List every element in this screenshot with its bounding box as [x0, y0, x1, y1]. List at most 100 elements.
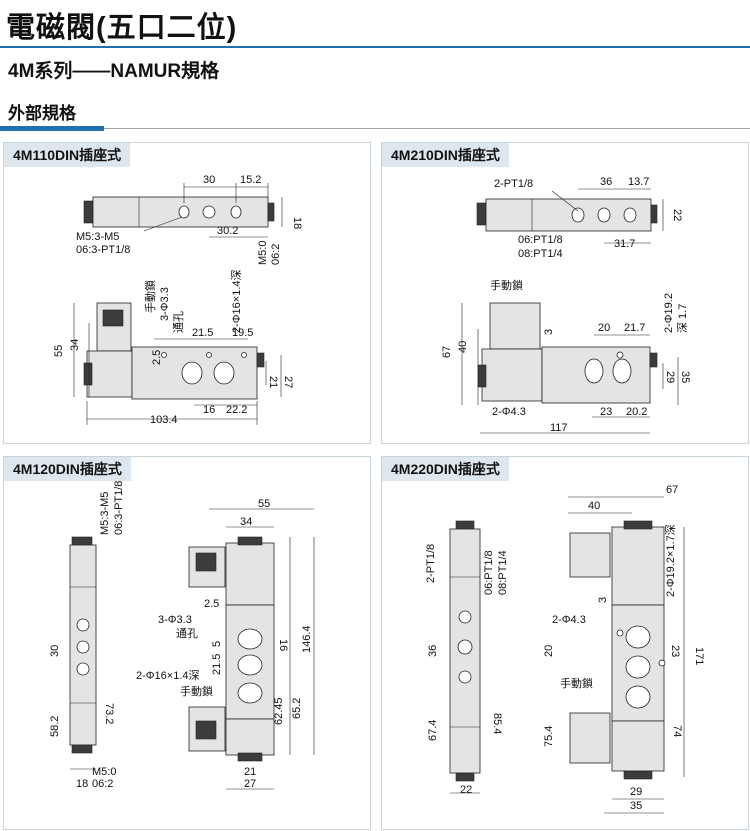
dim-18-120: 18 — [76, 778, 88, 790]
panel-4m210: 4M210DIN插座式 2-PT1/8 36 13.7 22 31.7 06:P… — [381, 142, 749, 444]
dim-16-120: 16 — [277, 639, 289, 651]
page-title: 電磁閥(五口二位) — [6, 12, 238, 44]
dim-55-120: 55 — [258, 498, 270, 510]
dim-3: 3 — [543, 329, 555, 335]
dim-40-220: 40 — [588, 500, 600, 512]
panel-title-4m220: 4M220DIN插座式 — [382, 457, 509, 481]
label-holes: 3-Φ3.3 — [159, 287, 171, 321]
dim-27: 27 — [282, 376, 294, 388]
dim-74: 74 — [671, 725, 683, 737]
dim-21: 21 — [267, 376, 279, 388]
dim-13-7: 13.7 — [628, 176, 649, 188]
dim-34-120: 34 — [240, 516, 252, 528]
dim-19-5: 19.5 — [232, 327, 253, 339]
label-2-pt18-220: 2-PT1/8 — [425, 544, 437, 583]
dim-21-7: 21.7 — [624, 322, 645, 334]
dim-85-4: 85.4 — [491, 713, 503, 734]
dim-73-2: 73.2 — [103, 703, 115, 724]
front-view-4m120 — [188, 508, 315, 790]
label-m5-ports: M5:3-M5 — [76, 231, 119, 243]
label-06-pt18-220: 06:PT1/8 — [483, 550, 495, 595]
drawing-4m110: 30 15.2 18 30.2 M5:3-M5 06:3-PT1/8 M5:0 … — [53, 174, 303, 426]
panel-title-4m120: 4M120DIN插座式 — [4, 457, 131, 481]
dim-27-120: 27 — [244, 778, 256, 790]
top-view-4m210 — [476, 188, 664, 244]
label-through-120: 通孔 — [176, 627, 198, 640]
dim-21-5: 21.5 — [192, 327, 213, 339]
dim-22-2: 22.2 — [226, 404, 247, 416]
dim-75-4: 75.4 — [543, 726, 555, 747]
dim-58-2: 58.2 — [49, 716, 61, 737]
dim-146-4: 146.4 — [301, 625, 313, 653]
label-deep-120: 2-Φ16×1.4深 — [136, 669, 200, 682]
title-rule — [0, 46, 750, 48]
dim-67: 67 — [441, 346, 453, 358]
dim-23: 23 — [600, 406, 612, 418]
dim-67-4: 67.4 — [427, 720, 439, 741]
label-holes-120: 3-Φ3.3 — [158, 614, 192, 626]
dim-30-2: 30.2 — [217, 225, 238, 237]
dim-22-220: 22 — [460, 784, 472, 796]
label-phi4-3-220: 2-Φ4.3 — [552, 614, 586, 626]
label-2-pt18: 2-PT1/8 — [494, 178, 533, 190]
dim-117: 117 — [550, 422, 568, 434]
panel-4m120: 4M120DIN插座式 M5:3-M5 06:3-PT1/8 30 73.2 5… — [3, 456, 371, 830]
dim-62-45: 62.45 — [273, 697, 285, 725]
dim-21-5-120: 21.5 — [211, 654, 223, 675]
dim-20-2: 20.2 — [626, 406, 647, 418]
label-manual-lock-210: 手動鎖 — [490, 278, 523, 292]
page-subtitle: 4M系列——NAMUR規格 — [8, 61, 220, 82]
drawing-4m120: M5:3-M5 06:3-PT1/8 30 73.2 58.2 M5:0 06:… — [49, 481, 315, 790]
section-heading: 外部規格 — [8, 104, 76, 123]
panel-title-4m110: 4M110DIN插座式 — [4, 143, 131, 167]
dim-29-220: 29 — [630, 786, 642, 798]
dim-31-7: 31.7 — [614, 238, 635, 250]
label-06-pt18: 06:PT1/8 — [518, 234, 563, 246]
panel-4m110: 4M110DIN插座式 30 15.2 18 30.2 M5:3-M5 06:3… — [3, 142, 371, 444]
label-deep-1-7: 深 1.7 — [676, 304, 689, 333]
dim-30: 30 — [203, 174, 215, 186]
dim-34: 34 — [69, 339, 81, 351]
dim-103-4: 103.4 — [150, 414, 178, 426]
dim-20-220: 20 — [543, 645, 555, 657]
dim-2-5: 2.5 — [151, 350, 163, 365]
label-phi4-3: 2-Φ4.3 — [492, 406, 526, 418]
dim-171: 171 — [693, 647, 705, 665]
dim-5-120: 5 — [211, 641, 223, 647]
label-deep: 2-Φ16×1.4深 — [230, 269, 243, 333]
top-view-4m110 — [83, 183, 283, 238]
dim-35: 35 — [679, 371, 691, 383]
label-manual-lock: 手動鎖 — [143, 280, 157, 313]
dim-65-2: 65.2 — [291, 698, 303, 719]
dim-36-220: 36 — [427, 645, 439, 657]
label-06-2-120: 06:2 — [92, 778, 113, 790]
panel-title-4m210: 4M210DIN插座式 — [382, 143, 509, 167]
dim-15-2: 15.2 — [240, 174, 261, 186]
drawing-4m220: 2-PT1/8 06:PT1/8 08:PT1/4 36 67.4 85.4 2… — [425, 484, 705, 814]
label-phi19-220: 2-Φ19.2×1.7深 — [664, 524, 677, 597]
dim-35-220: 35 — [630, 800, 642, 812]
dim-40: 40 — [457, 341, 469, 353]
panel-4m220: 4M220DIN插座式 2-PT1/8 06:PT1/8 08:PT1/4 36… — [381, 456, 749, 830]
dim-3-220: 3 — [597, 597, 609, 603]
label-pt-ports: 06:3-PT1/8 — [76, 244, 130, 256]
dim-36: 36 — [600, 176, 612, 188]
dim-67-220: 67 — [666, 484, 678, 496]
label-manual-lock-220: 手動鎖 — [560, 676, 593, 690]
dim-2-5-120: 2.5 — [204, 598, 219, 610]
label-m5-0: M5:0 — [257, 241, 269, 265]
front-view-4m110 — [73, 302, 282, 425]
dim-29: 29 — [664, 371, 676, 383]
front-view-4m220 — [568, 496, 685, 814]
dim-55: 55 — [53, 345, 65, 357]
side-view-4m120 — [69, 536, 97, 770]
label-06-2: 06:2 — [270, 244, 282, 265]
label-through: 通孔 — [172, 311, 185, 333]
label-phi19-2: 2-Φ19.2 — [663, 293, 675, 333]
section-rule-accent — [0, 126, 104, 131]
dim-18: 18 — [291, 217, 303, 229]
label-m5-ports-120: M5:3-M5 — [99, 492, 111, 535]
label-08-pt14: 08:PT1/4 — [518, 248, 563, 260]
label-08-pt14-220: 08:PT1/4 — [497, 550, 509, 595]
side-view-4m220 — [449, 520, 481, 794]
